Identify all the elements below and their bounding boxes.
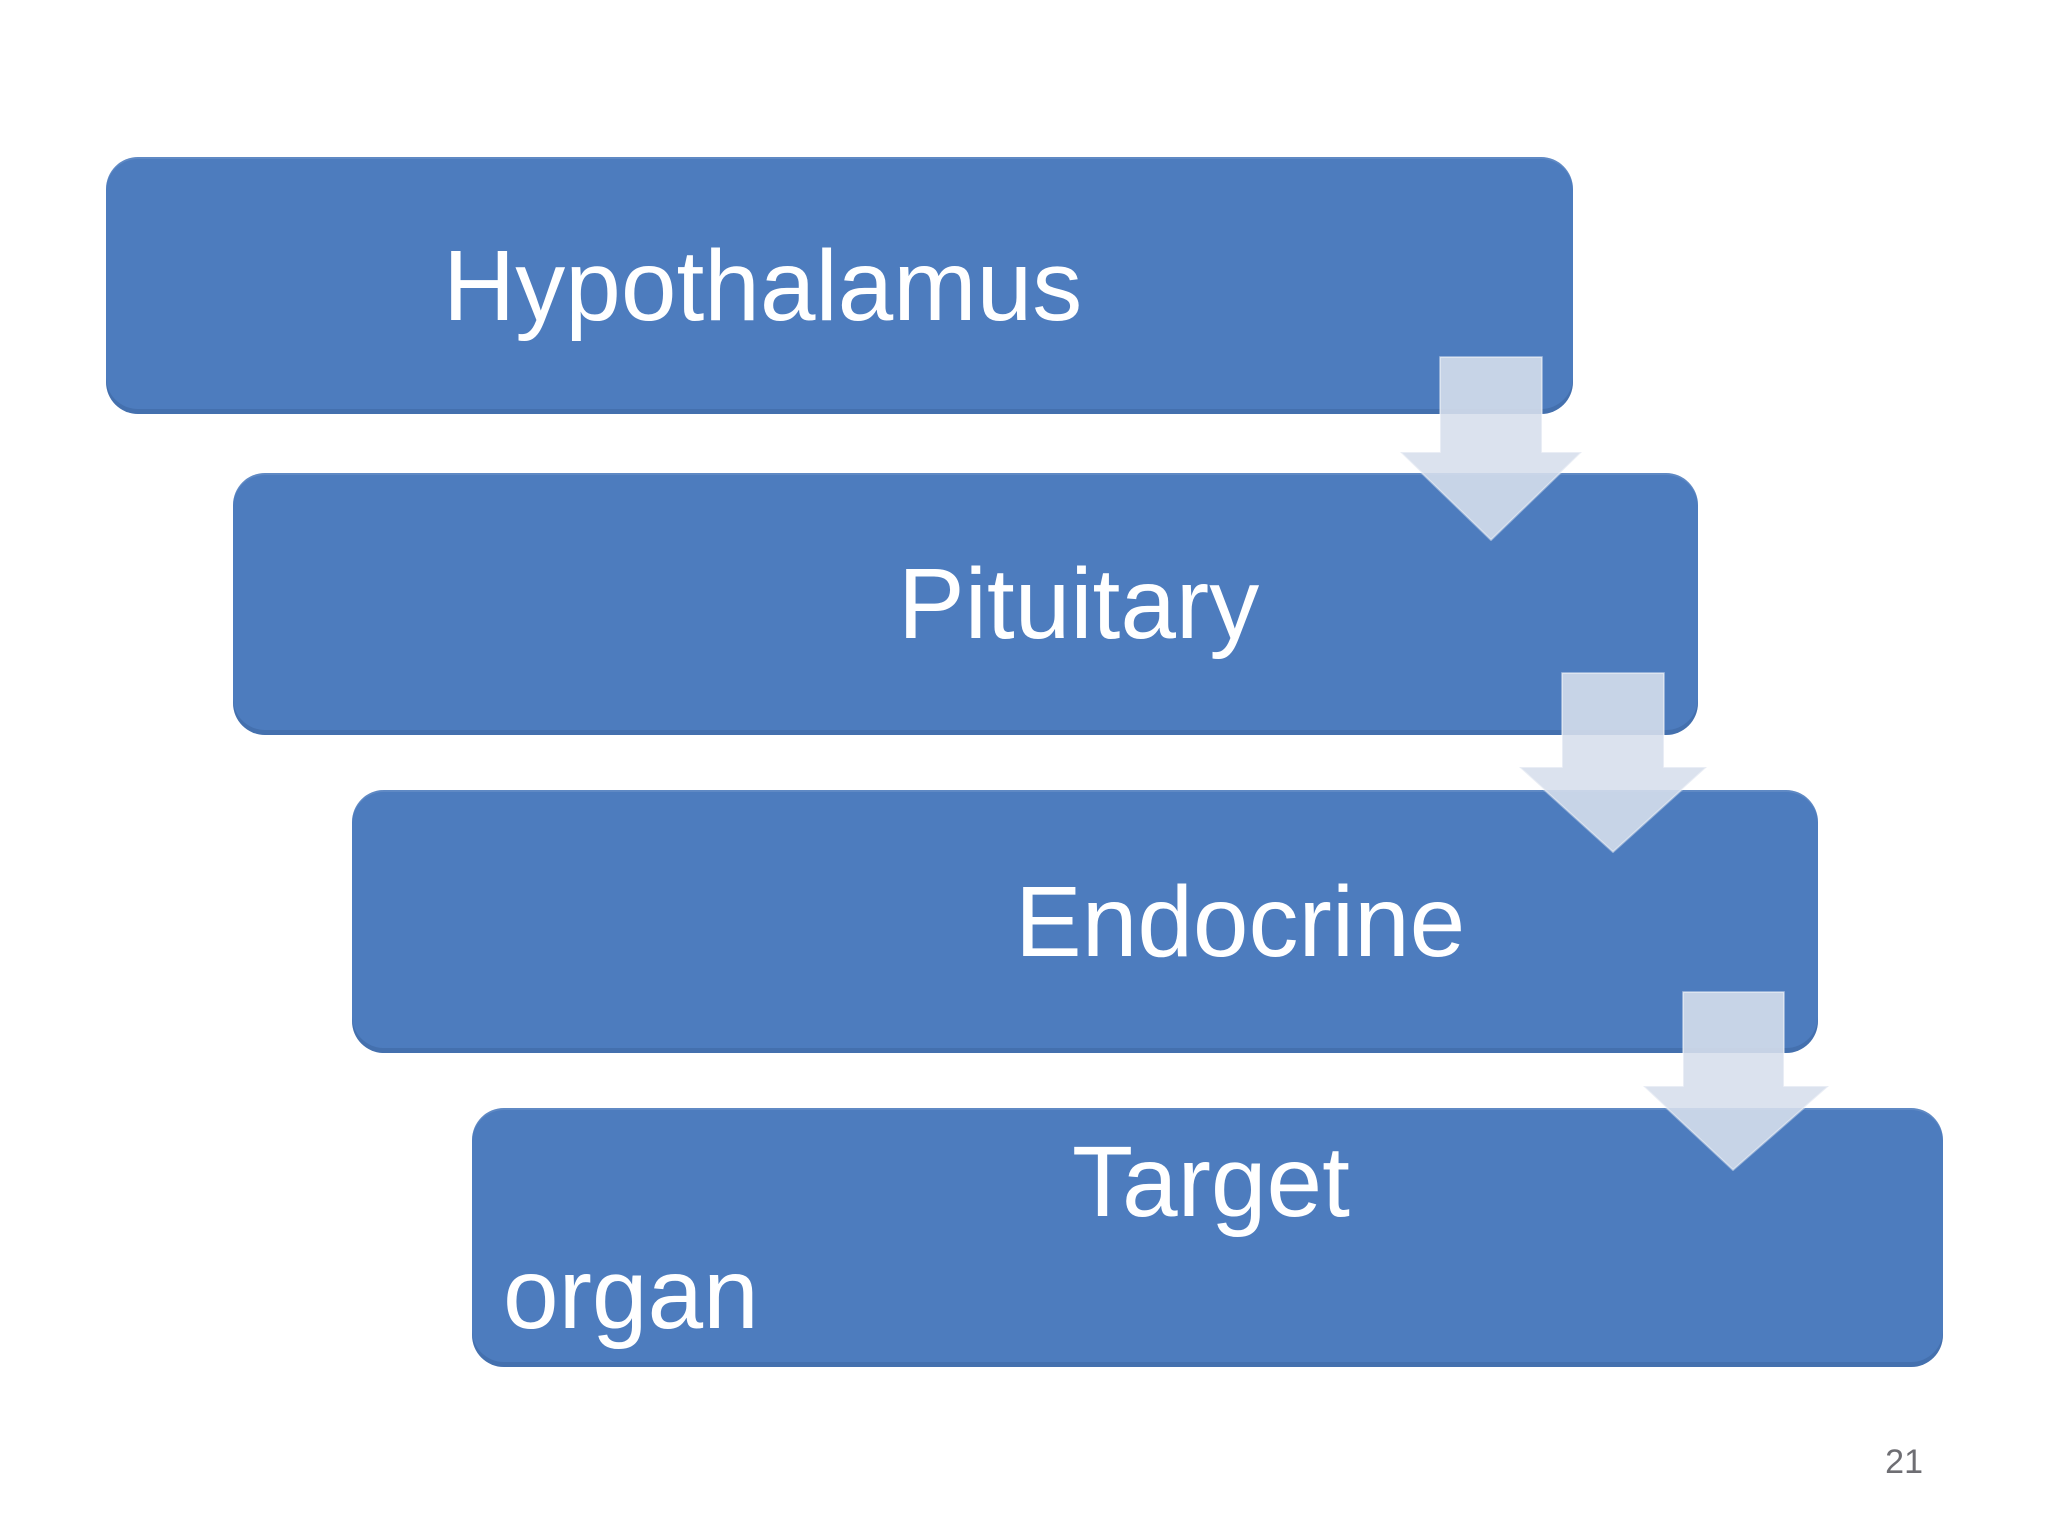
process-step-label-endocrine: Endocrine xyxy=(1015,865,1466,978)
process-step-box-target-organ: Target organ xyxy=(472,1108,1943,1367)
process-step-label-pituitary: Pituitary xyxy=(898,548,1260,660)
process-step-box-hypothalamus: Hypothalamus xyxy=(106,157,1573,414)
process-step-label-target-organ: Target organ xyxy=(472,1126,1943,1350)
target-organ-line-2: organ xyxy=(503,1237,759,1350)
page-number: 21 xyxy=(1885,1443,1923,1481)
process-step-box-endocrine: Endocrine xyxy=(352,790,1818,1053)
process-step-box-pituitary: Pituitary xyxy=(233,473,1698,735)
process-step-label-hypothalamus: Hypothalamus xyxy=(443,229,1083,342)
target-organ-line-1: Target xyxy=(1072,1125,1350,1238)
